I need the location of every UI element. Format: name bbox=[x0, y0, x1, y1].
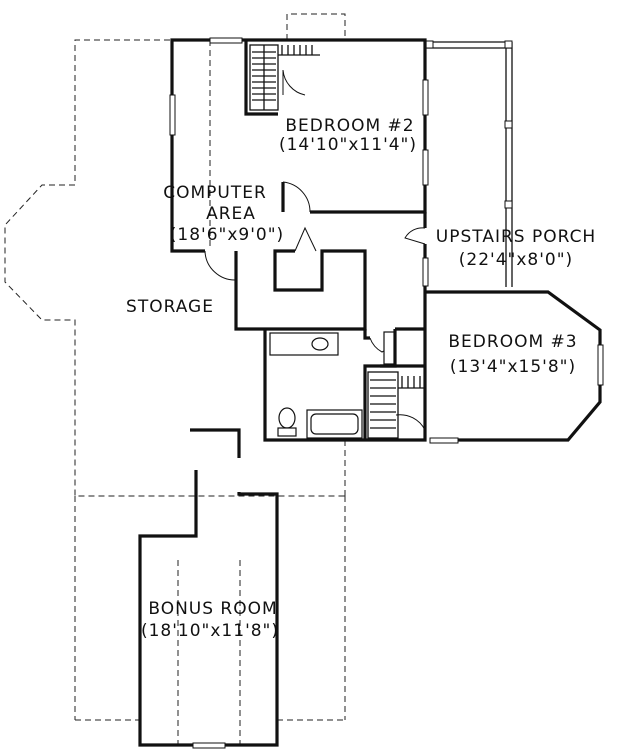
room-labels: BEDROOM #2 (14'10"x11'4") COMPUTER AREA … bbox=[126, 116, 596, 641]
bedroom-3-name: BEDROOM #3 bbox=[448, 332, 577, 352]
closet-shelves bbox=[249, 44, 424, 439]
bedroom-2-name: BEDROOM #2 bbox=[285, 116, 414, 136]
windows bbox=[169, 37, 604, 749]
bonus-room-dims: (18'10"x11'8") bbox=[141, 621, 279, 641]
storage-name: STORAGE bbox=[126, 297, 214, 317]
bath-fixtures bbox=[269, 332, 363, 439]
door-swings bbox=[204, 69, 426, 431]
bonus-room-name: BONUS ROOM bbox=[148, 599, 277, 619]
porch-railing bbox=[425, 40, 513, 287]
bedroom-2-dims: (14'10"x11'4") bbox=[279, 135, 417, 155]
roof-outline bbox=[4, 13, 346, 745]
upstairs-porch-name: UPSTAIRS PORCH bbox=[436, 227, 596, 247]
bedroom-3-dims: (13'4"x15'8") bbox=[450, 357, 576, 377]
computer-area-dims: (18'6"x9'0") bbox=[170, 225, 284, 245]
computer-area-name-2: AREA bbox=[206, 204, 256, 224]
computer-area-name: COMPUTER bbox=[163, 183, 267, 203]
upstairs-porch-dims: (22'4"x8'0") bbox=[459, 250, 573, 270]
